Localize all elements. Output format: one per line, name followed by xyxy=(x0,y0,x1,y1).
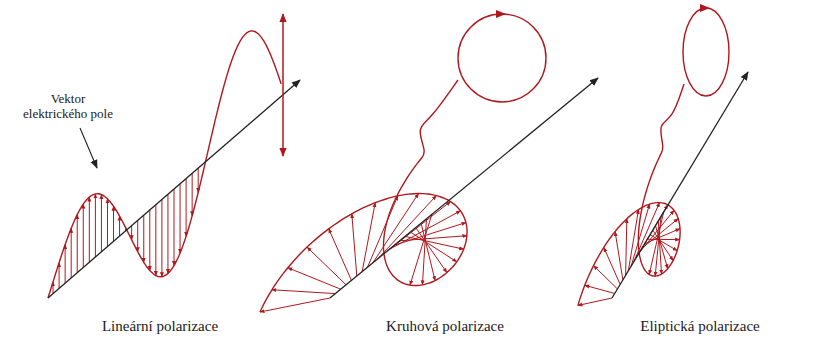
field-vector xyxy=(167,194,168,273)
elliptic-helix xyxy=(578,72,748,305)
rotation-arrowhead xyxy=(496,10,506,18)
circle-projection xyxy=(458,14,546,102)
field-vector xyxy=(143,215,144,262)
field-vector xyxy=(352,214,357,276)
field-vector xyxy=(155,205,156,276)
field-vector xyxy=(113,206,114,241)
helix-curve xyxy=(260,80,467,312)
field-vector xyxy=(260,298,330,312)
field-vector xyxy=(180,184,181,253)
field-vector xyxy=(656,226,668,269)
rotation-arrowhead xyxy=(700,4,710,12)
field-vector xyxy=(107,199,108,247)
propagation-axis xyxy=(612,72,748,298)
field-vector xyxy=(65,245,66,284)
field-vector xyxy=(410,232,456,262)
field-vector xyxy=(149,210,150,271)
linear-wave xyxy=(48,31,300,298)
field-vector xyxy=(95,194,96,257)
field-vector xyxy=(186,179,187,237)
field-vector xyxy=(362,203,375,272)
field-vector xyxy=(174,189,175,266)
field-vector xyxy=(585,285,615,293)
field-vector xyxy=(161,199,162,276)
ellipse-projection xyxy=(683,8,729,96)
field-vector xyxy=(272,290,335,294)
field-vector xyxy=(101,195,102,252)
field-vector xyxy=(137,220,138,251)
field-vector xyxy=(615,232,623,280)
propagation-axis xyxy=(330,78,598,298)
caption-label: Kruhová polarizace xyxy=(360,318,530,335)
caption-label: Lineární polarizace xyxy=(75,318,245,335)
field-vector xyxy=(373,194,419,263)
field-vector xyxy=(626,219,627,276)
field-vector xyxy=(604,247,620,284)
field-vector xyxy=(77,215,78,273)
circular-helix xyxy=(260,78,598,312)
field-vector xyxy=(422,219,426,285)
oscillation-arrow xyxy=(282,14,284,156)
field-vector xyxy=(329,229,352,281)
field-vector xyxy=(119,216,120,236)
leader-arrow xyxy=(80,128,97,168)
field-vector xyxy=(400,236,467,241)
field-vector xyxy=(307,247,346,285)
field-vector xyxy=(83,204,84,267)
field-vector xyxy=(649,212,664,274)
field-vector xyxy=(192,173,193,216)
callout-label: Vektor elektrického pole xyxy=(20,92,116,122)
field-vector xyxy=(59,263,60,289)
field-vector xyxy=(650,235,677,251)
field-vector xyxy=(89,197,90,262)
field-vector xyxy=(288,268,341,289)
caption-label: Eliptická polarizace xyxy=(610,318,790,335)
field-vector xyxy=(647,239,679,240)
field-vector xyxy=(578,298,612,305)
field-vector xyxy=(410,214,432,285)
field-vector xyxy=(71,228,72,278)
wave-curve xyxy=(48,31,281,298)
helix-curve xyxy=(578,84,684,305)
